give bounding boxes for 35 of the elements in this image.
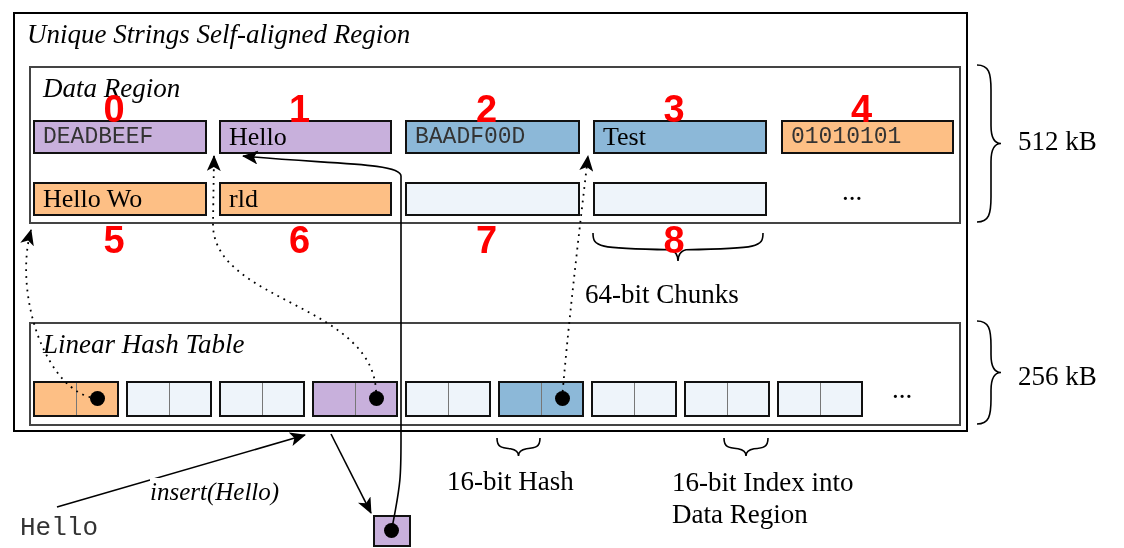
brace-label: 64-bit Chunks	[585, 279, 739, 311]
chunk-number: 7	[474, 221, 499, 259]
pointer-slot	[373, 515, 411, 547]
chunk-number: 3	[662, 90, 686, 128]
chunk-text: rld	[229, 184, 258, 214]
hash-slot	[219, 381, 305, 417]
chunk-text: DEADBEEF	[43, 122, 154, 152]
ellipsis: ...	[842, 176, 863, 208]
region-panel	[29, 322, 961, 426]
hash-slot	[591, 381, 677, 417]
input-text: Hello	[20, 513, 98, 543]
size-label: 512 kB	[1018, 126, 1097, 158]
chunk-text: Test	[603, 122, 646, 152]
region-title: Linear Hash Table	[43, 330, 245, 360]
chunk-text: Hello	[229, 122, 287, 152]
chunk-number: 5	[102, 221, 126, 259]
hash-slot	[498, 381, 584, 417]
chunk-number: 1	[287, 90, 312, 128]
chunk-text: Hello Wo	[43, 184, 143, 214]
hash-slot	[405, 381, 491, 417]
region-title: Unique Strings Self-aligned Region	[27, 20, 411, 50]
brace-label: 16-bit Hash	[447, 466, 574, 498]
arrow	[56, 432, 306, 508]
edge-label: insert(Hello)	[150, 478, 280, 507]
size-label: 256 kB	[1018, 361, 1097, 393]
hash-slot	[126, 381, 212, 417]
hash-slot	[312, 381, 398, 417]
hash-slot	[777, 381, 863, 417]
hash-slot	[684, 381, 770, 417]
hash-slot	[33, 381, 119, 417]
arrow	[330, 433, 372, 514]
chunk-number: 6	[287, 221, 312, 259]
region-frame	[13, 12, 968, 432]
ellipsis: ...	[892, 374, 913, 406]
brace-label: 16-bit Index into Data Region	[672, 466, 855, 531]
